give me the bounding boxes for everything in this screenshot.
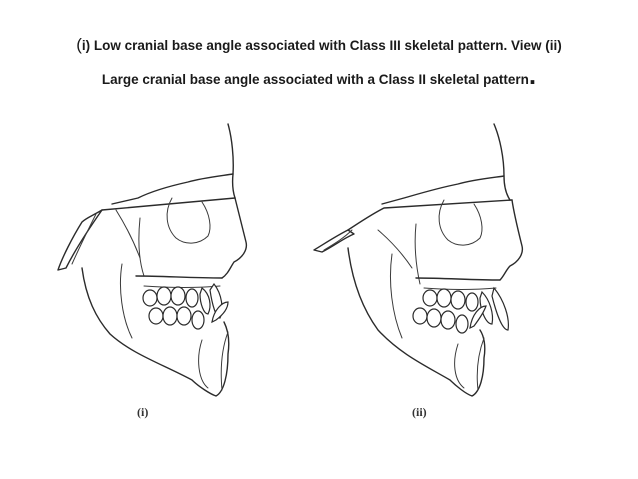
caption-open-paren: ( (76, 35, 82, 54)
upper-dentition (422, 286, 509, 331)
panel-label-i: (i) (137, 405, 149, 419)
pterygoid-outline (138, 217, 145, 277)
panel-label-ii: (ii) (412, 405, 427, 419)
mandible-outline (81, 267, 230, 397)
lower-dentition (412, 305, 487, 334)
palatal-plane (135, 275, 223, 279)
maxilla-lower (423, 287, 497, 290)
caption-line-1: (i) Low cranial base angle associated wi… (0, 28, 638, 63)
orbit-outline (166, 197, 211, 244)
cephalometric-tracing-class-iii (57, 123, 248, 397)
caption-line-1-text: i) Low cranial base angle associated wit… (81, 38, 562, 53)
frontal-outline (111, 173, 234, 205)
symphysis-inner (198, 339, 209, 389)
nasal-profile (499, 199, 524, 281)
mandible-outline (347, 247, 486, 397)
occipital-inner (71, 213, 97, 265)
mandible-ramus (390, 253, 403, 339)
chin-front (476, 337, 485, 391)
pterygoid-line (115, 209, 141, 259)
cephalometric-tracing-class-ii (313, 123, 524, 397)
occipital-inner (323, 229, 353, 251)
forehead-nasal-profile (493, 123, 511, 201)
caption-end-dot: . (528, 60, 537, 90)
caption-line-2: Large cranial base angle associated with… (0, 60, 638, 97)
occipital-outline (313, 229, 355, 253)
cranial-base-line (347, 199, 513, 231)
pterygoid-line (377, 229, 413, 269)
forehead-nasal-profile (227, 123, 236, 199)
occipital-outline (57, 209, 103, 271)
orbit-outline (438, 199, 483, 246)
palatal-plane (415, 277, 501, 281)
pterygoid-outline (414, 223, 421, 285)
maxilla-lower (143, 285, 221, 288)
nasal-profile (221, 197, 248, 279)
lower-dentition (148, 301, 229, 330)
chin-front (220, 331, 229, 391)
symphysis-inner (454, 343, 465, 389)
cranial-base-line (101, 197, 236, 211)
caption-line-2-text: Large cranial base angle associated with… (101, 72, 529, 87)
frontal-outline (381, 175, 505, 205)
mandible-ramus (119, 263, 133, 339)
figure-caption: (i) Low cranial base angle associated wi… (0, 28, 638, 97)
